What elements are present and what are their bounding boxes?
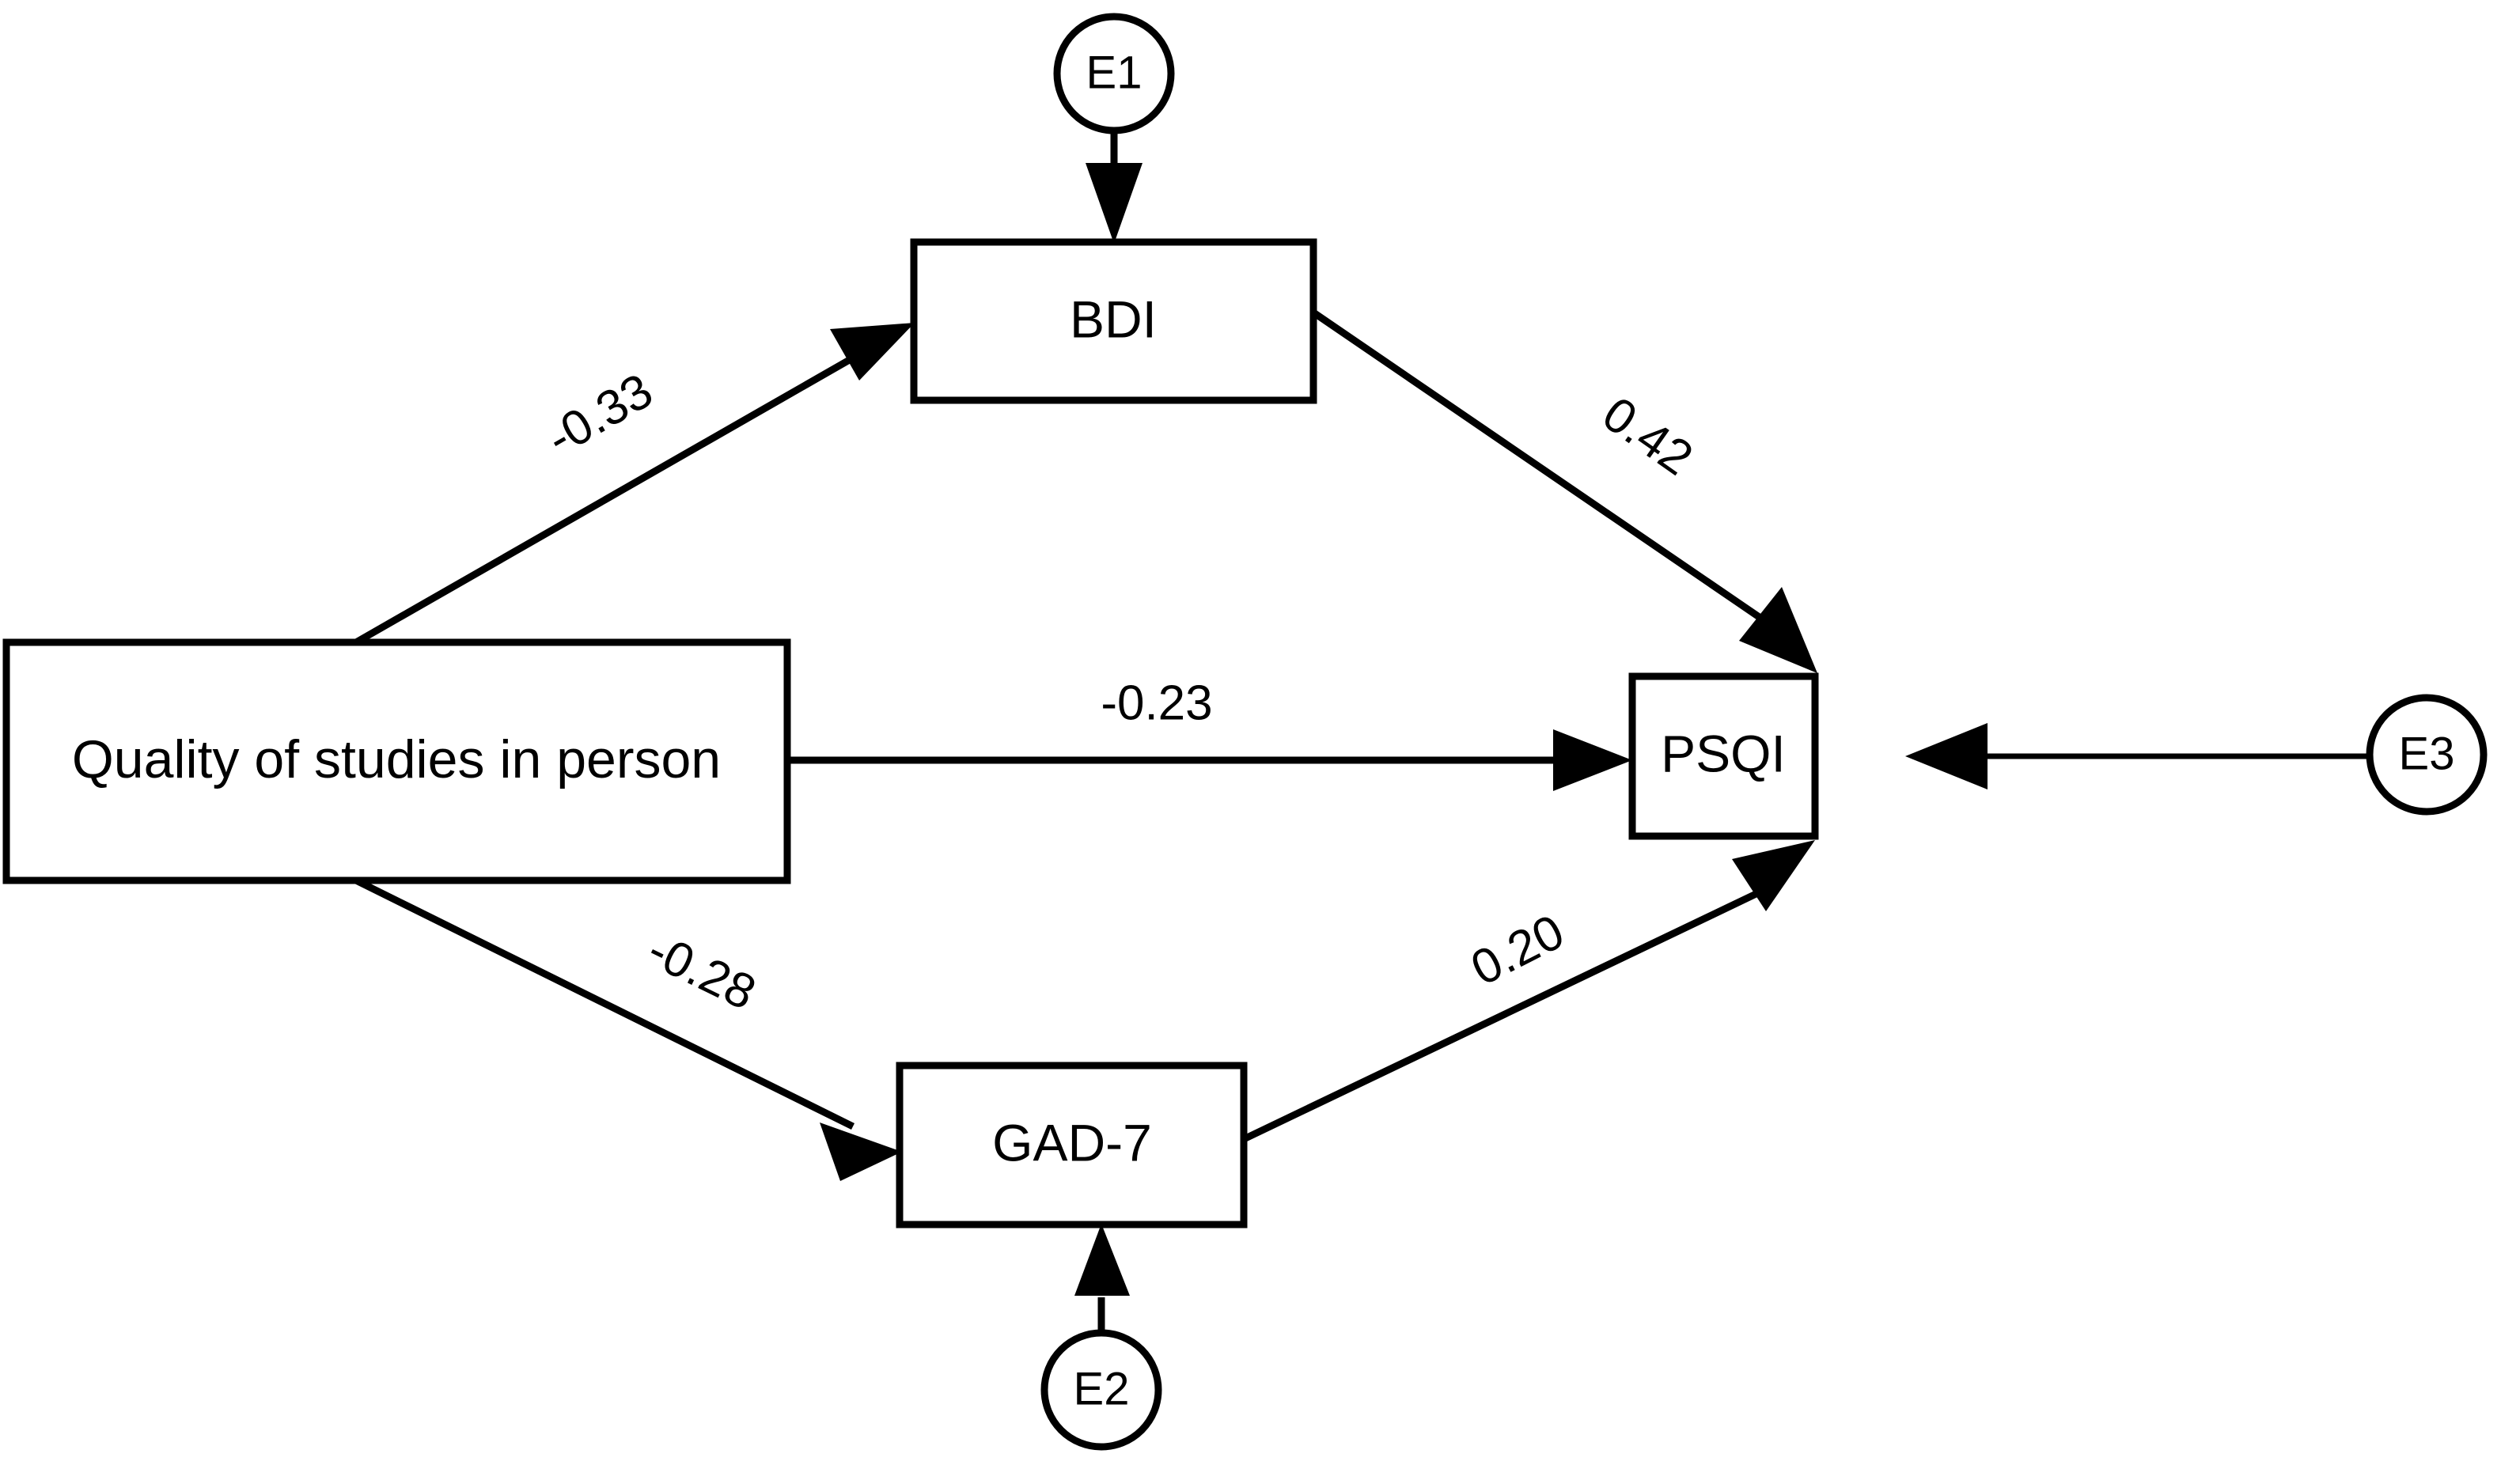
edge-e1-to-bdi <box>1086 131 1143 244</box>
node-e2-circle[interactable] <box>1040 1329 1162 1451</box>
node-psqi[interactable]: PSQI <box>1628 672 1819 840</box>
edge-e1-to-bdi-arrowhead <box>1086 163 1143 244</box>
node-psqi-box[interactable] <box>1628 672 1819 840</box>
edge-e2-to-gad7 <box>1074 1224 1130 1333</box>
edge-bdi-to-psqi-arrowhead <box>1739 587 1817 673</box>
node-e3-error[interactable]: E3 <box>2366 694 2488 816</box>
edge-bdi-to-psqi <box>1311 309 1817 673</box>
edge-gad7-to-psqi <box>1242 840 1815 1143</box>
edge-e3-to-psqi <box>1905 723 2370 789</box>
edge-e3-to-psqi-arrowhead <box>1905 723 1988 789</box>
edge-quality-to-bdi-line <box>354 346 871 645</box>
node-quality-box[interactable] <box>2 638 791 884</box>
node-bdi[interactable]: BDI <box>910 238 1317 404</box>
node-bdi-box[interactable] <box>910 238 1317 404</box>
edge-label-bdi-to-psqi: 0.42 <box>1593 387 1702 486</box>
node-bdi-label: BDI <box>1070 290 1157 348</box>
edge-gad7-to-psqi-line <box>1242 885 1768 1143</box>
edge-quality-to-bdi-arrowhead <box>830 323 915 380</box>
node-quality-of-studies-in-person[interactable]: Quality of studies in person <box>2 638 791 884</box>
edge-quality-to-gad7 <box>354 876 902 1181</box>
node-psqi-label: PSQI <box>1661 724 1786 782</box>
node-e2-label: E2 <box>1074 1363 1130 1414</box>
edge-quality-to-gad7-line <box>354 876 855 1130</box>
edge-label-quality-to-psqi: -0.23 <box>1101 676 1212 730</box>
edge-quality-to-gad7-arrowhead <box>820 1122 902 1181</box>
edge-label-quality-to-gad7: -0.28 <box>639 922 764 1020</box>
node-gad7-box[interactable] <box>896 1062 1248 1228</box>
node-gad7-label: GAD-7 <box>992 1113 1152 1172</box>
node-e3-label: E3 <box>2399 728 2455 779</box>
edge-quality-to-psqi <box>787 729 1632 791</box>
node-e1-circle[interactable] <box>1053 13 1175 134</box>
edge-e2-to-gad7-arrowhead <box>1074 1224 1130 1296</box>
node-e1-error[interactable]: E1 <box>1053 13 1175 134</box>
edge-label-gad7-to-psqi: 0.20 <box>1463 904 1573 996</box>
edge-quality-to-bdi <box>354 323 915 645</box>
node-e2-error[interactable]: E2 <box>1040 1329 1162 1451</box>
edge-bdi-to-psqi-line <box>1311 309 1773 628</box>
node-gad7[interactable]: GAD-7 <box>896 1062 1248 1228</box>
node-e3-circle[interactable] <box>2366 694 2488 816</box>
edge-quality-to-psqi-arrowhead <box>1553 729 1632 791</box>
node-e1-label: E1 <box>1086 47 1143 98</box>
edge-gad7-to-psqi-arrowhead <box>1732 840 1815 911</box>
node-quality-label: Quality of studies in person <box>72 729 721 789</box>
edge-label-quality-to-bdi: -0.33 <box>537 363 661 466</box>
